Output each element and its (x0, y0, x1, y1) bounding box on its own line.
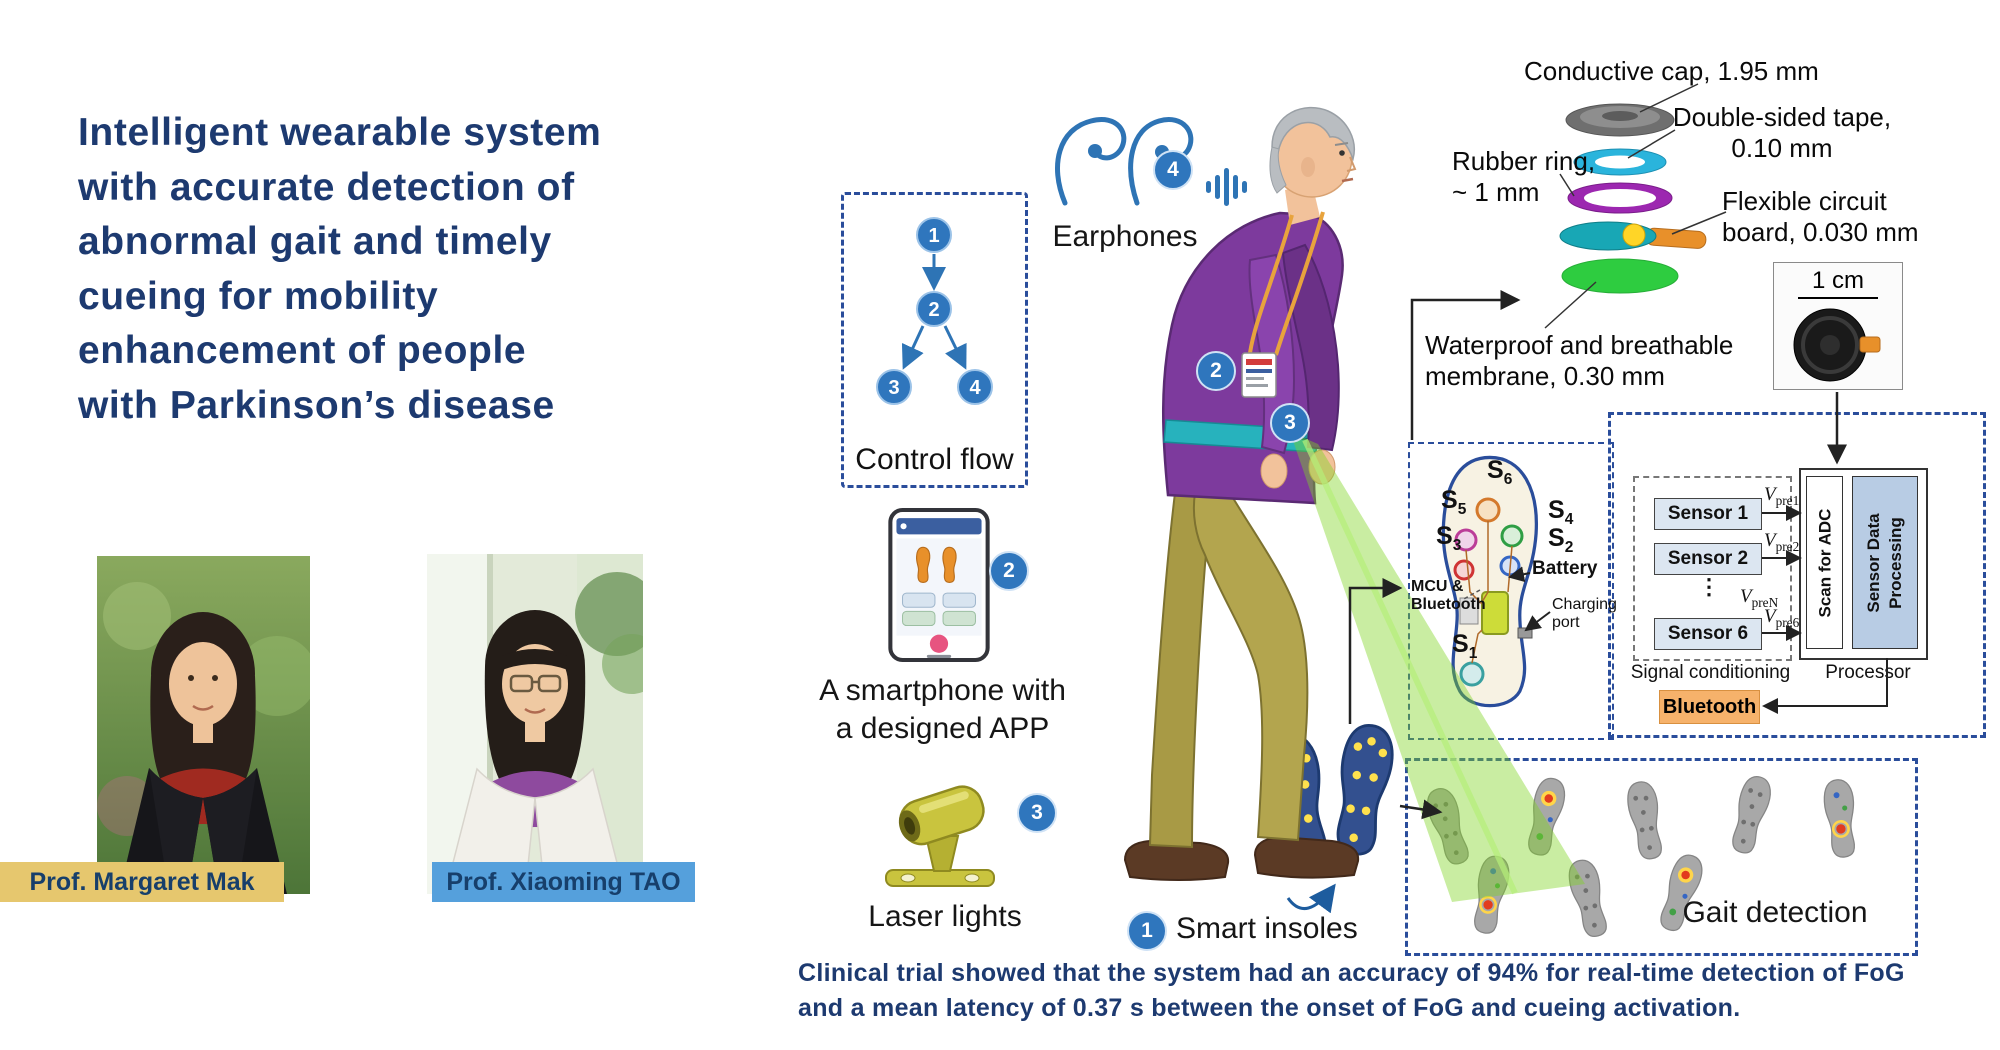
svg-text:4: 4 (969, 377, 981, 399)
laser-label: Laser lights (868, 900, 1022, 933)
battery-label: Battery (1532, 558, 1598, 579)
title-line: with Parkinson’s disease (78, 383, 555, 427)
badge-earphones: 4 (1153, 150, 1193, 190)
sensor-2-box: Sensor 2 (1654, 543, 1762, 575)
flow-node-4 (957, 369, 993, 405)
control-flow-graph: 1 2 3 4 (876, 217, 993, 405)
control-flow-label: Control flow (855, 443, 1014, 476)
smartphone-label: A smartphone with a designed APP (819, 674, 1066, 745)
mcu-bluetooth-label: MCU & Bluetooth (1411, 578, 1486, 613)
clinical-result-text: Clinical trial showed that the system ha… (798, 959, 1905, 1022)
badge-person-waist: 3 (1270, 403, 1310, 443)
sound-wave-icon (1206, 168, 1247, 206)
vpre6-label: Vpre6 (1764, 606, 1800, 630)
prof-label-xiaoming-tao: Prof. Xiaoming TAO (432, 862, 695, 902)
badge-laser: 3 (1017, 793, 1057, 833)
flow-node-1 (916, 217, 952, 253)
vpre1-label: Vpre1 (1764, 484, 1800, 508)
sensor-data-processing-box: Sensor Data Processing (1852, 476, 1918, 649)
photo-xiaoming-tao (427, 554, 643, 894)
svg-text:2: 2 (928, 299, 939, 321)
vpreN-label: VpreN (1740, 586, 1779, 610)
earphones-label: Earphones (1052, 220, 1198, 253)
badge-person-chest: 2 (1196, 351, 1236, 391)
title-line: enhancement of people (78, 329, 527, 373)
title-line: Intelligent wearable system (78, 111, 602, 154)
scale-photo-box: 1 cm (1773, 262, 1903, 390)
smart-insoles-label: Smart insoles (1176, 912, 1358, 945)
label-waterproof-membrane: Waterproof and breathable membrane, 0.30… (1425, 330, 1734, 391)
sensor-s6-label: S6 (1487, 456, 1513, 488)
prof-label-margaret-mak: Prof. Margaret Mak (0, 862, 284, 902)
title-line: cueing for mobility (78, 274, 439, 318)
sensor-s4-label: S4 (1548, 496, 1574, 528)
gait-detection-label: Gait detection (1682, 896, 1868, 929)
laser-light-illustration (885, 785, 995, 887)
svg-text:1: 1 (928, 225, 939, 247)
signal-conditioning-label: Signal conditioning (1630, 662, 1791, 683)
sensor-s1-label: S1 (1452, 630, 1478, 662)
signal-conditioning-box (1633, 476, 1792, 661)
sensor-s2-label: S2 (1548, 524, 1574, 556)
scale-label: 1 cm (1811, 267, 1864, 294)
photo-margaret-mak (97, 556, 310, 894)
svg-text:3: 3 (888, 377, 899, 399)
control-flow-box: 1 2 3 4 Control flow (841, 192, 1028, 488)
label-rubber-ring: Rubber ring, ~ 1 mm (1452, 146, 1596, 207)
sensor-s5-label: S5 (1441, 486, 1467, 518)
processor-label: Processor (1825, 662, 1911, 683)
vpre2-label: Vpre2 (1764, 530, 1800, 554)
circuit-box (1608, 412, 1986, 738)
sensor-photo (1793, 308, 1881, 382)
sensor-1-box: Sensor 1 (1654, 498, 1762, 530)
label-conductive-cap: Conductive cap, 1.95 mm (1524, 56, 1819, 86)
flow-node-2 (916, 291, 952, 327)
bluetooth-box: Bluetooth (1659, 690, 1760, 724)
smartphone-illustration (888, 508, 990, 662)
charging-port-label: Charging port (1552, 596, 1617, 631)
title-line: with accurate detection of (78, 165, 575, 209)
page-title: Intelligent wearable system with accurat… (78, 106, 778, 434)
sensor-exploded-view (1559, 103, 1707, 294)
patient-illustration (1123, 106, 1360, 881)
flow-node-3 (876, 369, 912, 405)
sensor-s3-label: S3 (1436, 522, 1462, 554)
scan-adc-box: Scan for ADC (1806, 476, 1843, 649)
badge-smartphone: 2 (989, 551, 1029, 591)
label-flexible-circuit: Flexible circuit board, 0.030 mm (1722, 186, 1919, 247)
badge-insoles: 1 (1127, 911, 1167, 951)
sensor-6-box: Sensor 6 (1654, 618, 1762, 650)
scale-bar (1798, 297, 1878, 299)
title-line: abnormal gait and timely (78, 220, 552, 264)
label-double-sided-tape: Double-sided tape, 0.10 mm (1672, 102, 1892, 163)
sensor-ellipsis: ⋮ (1698, 574, 1720, 599)
